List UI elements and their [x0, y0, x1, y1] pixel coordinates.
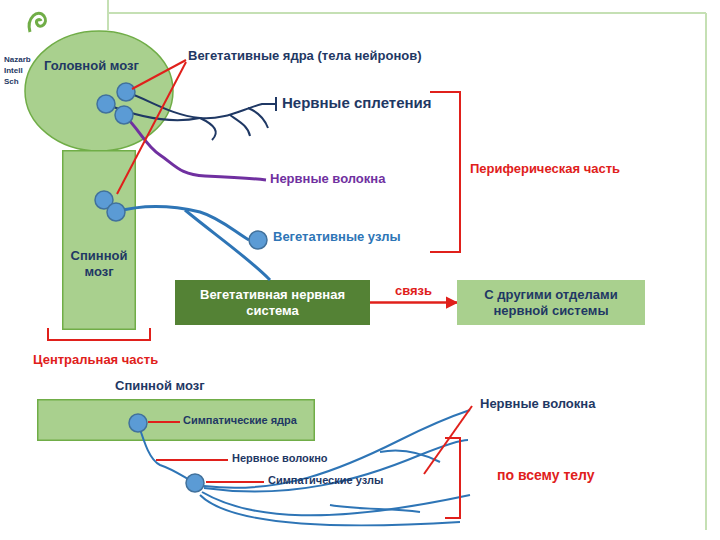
leader-line	[48, 60, 460, 340]
frame-line	[705, 13, 707, 530]
text-label: Периферическая часть	[470, 161, 620, 177]
frame-line	[107, 0, 109, 30]
nerve-fiber	[116, 207, 270, 280]
region-box: С другими отделами нервной системы	[457, 280, 645, 325]
logo-swirl	[29, 13, 45, 32]
text-label: Nazarb	[4, 55, 31, 65]
node-text: Спинной мозг	[64, 248, 134, 279]
text-label: Симпатические ядра	[183, 414, 297, 427]
sympathetic-fiber	[138, 410, 470, 525]
text-label: Intell	[4, 66, 23, 76]
text-label: Нервное волокно	[232, 452, 328, 465]
text-label: Нервные волокна	[270, 171, 385, 187]
text-label: Sch	[4, 77, 19, 87]
edge-label: связь	[393, 283, 434, 299]
text-label: Вегетативные ядра (тела нейронов)	[188, 48, 422, 64]
node-outline	[24, 30, 174, 152]
text-label: по всему телу	[497, 467, 595, 484]
node-text: Вегетативная нервная система	[181, 287, 364, 318]
text-label: Нервные волокна	[480, 396, 595, 412]
text-label: Нервные сплетения	[282, 94, 432, 112]
frame-line	[108, 12, 706, 14]
text-label: Симпатические узлы	[268, 474, 383, 487]
text-label: Центральная часть	[33, 352, 158, 368]
leader-line	[148, 406, 472, 518]
text-label: Вегетативные узлы	[273, 229, 401, 245]
nerve-fiber	[124, 115, 266, 180]
nucleus-circle	[95, 83, 267, 249]
node-text: Головной мозг	[44, 58, 154, 74]
node-text: Спинной мозг	[115, 378, 235, 394]
region-box: Вегетативная нервная система	[175, 280, 370, 325]
connector-arrow	[370, 301, 457, 304]
node-text: С другими отделами нервной системы	[463, 287, 639, 318]
brain-ellipse: Головной мозг	[24, 30, 174, 152]
